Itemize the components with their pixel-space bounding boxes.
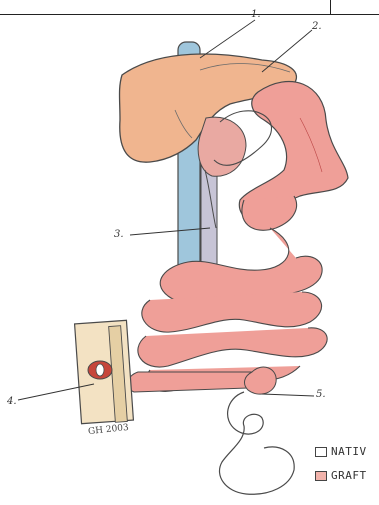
- legend-graft-row: GRAFT: [315, 469, 367, 482]
- legend-graft-swatch: [315, 471, 327, 481]
- duodenum-graft: [242, 196, 297, 230]
- stoma-lumen: [96, 364, 104, 376]
- legend-native-row: NATIV: [315, 445, 367, 458]
- leader-line-1: [200, 20, 255, 58]
- leader-line-5: [262, 394, 314, 396]
- pancreas: [198, 117, 246, 176]
- label-3: 3.: [114, 229, 124, 240]
- native-colon: [219, 392, 294, 494]
- label-4: 4.: [7, 396, 17, 407]
- label-2: 2.: [312, 21, 322, 32]
- label-5: 5.: [316, 389, 326, 400]
- legend-native-label: NATIV: [331, 445, 367, 458]
- legend-native-swatch: [315, 447, 327, 457]
- small-bowel-graft: [128, 228, 328, 392]
- legend-graft-label: GRAFT: [331, 469, 367, 482]
- label-1: 1.: [251, 9, 261, 20]
